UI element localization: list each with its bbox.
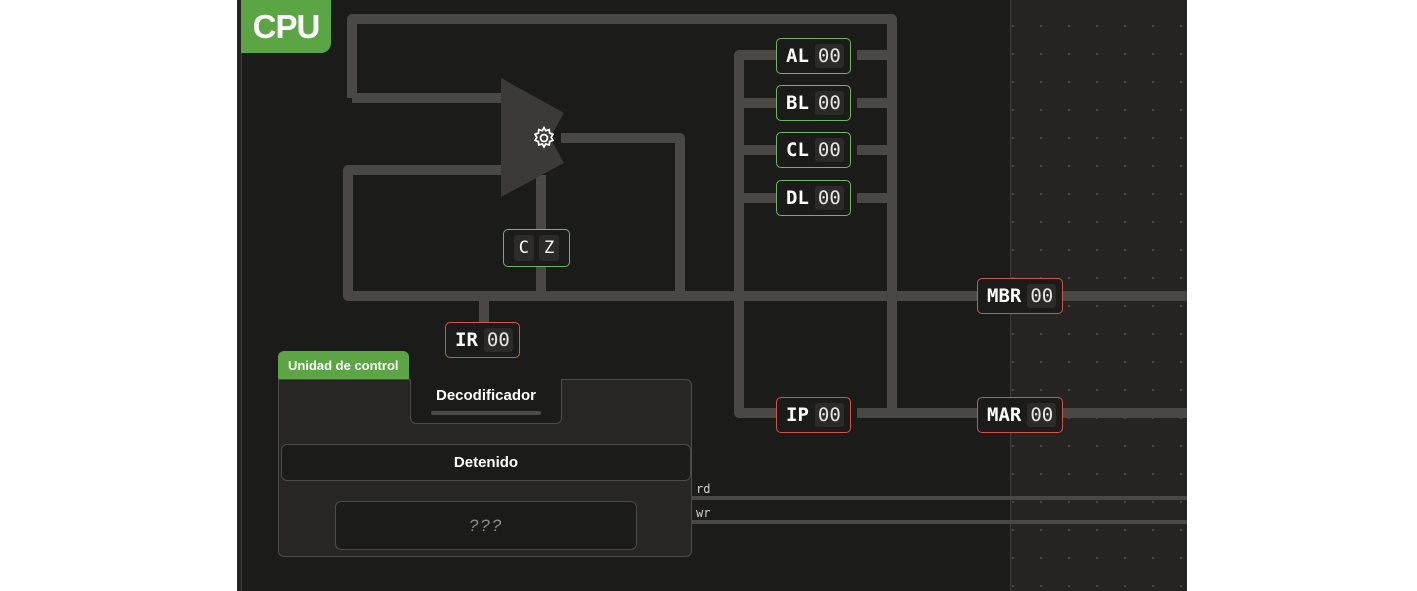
signal-wr-label: wr <box>696 506 711 520</box>
register-ir[interactable]: IR 00 <box>445 322 520 358</box>
register-mar-value: 00 <box>1027 403 1057 427</box>
decoder-label: Decodificador <box>435 387 537 404</box>
wire-top-loop <box>347 14 897 413</box>
register-ir-name: IR <box>455 329 478 351</box>
register-dl-value: 00 <box>814 186 844 210</box>
register-ir-value: 00 <box>483 328 513 352</box>
decoder-progress-bar <box>431 411 541 415</box>
cpu-state: Detenido <box>281 444 691 481</box>
register-ip-value: 00 <box>814 403 844 427</box>
wire-register-taps <box>739 98 777 203</box>
gear-icon[interactable] <box>531 125 557 151</box>
control-unit-panel: Decodificador Detenido ??? <box>278 379 692 557</box>
register-cl-value: 00 <box>814 138 844 162</box>
register-bl-value: 00 <box>814 91 844 115</box>
cpu-title: CPU <box>241 0 331 53</box>
simulator-canvas: CPU AL 00 BL 00 CL 00 DL 00 C Z MBR 00 I… <box>237 0 1187 591</box>
register-dl-name: DL <box>786 187 809 209</box>
wire-register-bus <box>734 50 777 418</box>
register-al-value: 00 <box>814 44 844 68</box>
signal-rd-label: rd <box>696 482 711 496</box>
register-cl[interactable]: CL 00 <box>776 132 851 168</box>
register-mar[interactable]: MAR 00 <box>977 397 1064 433</box>
bus-wires <box>343 14 1187 524</box>
alu-shape <box>501 78 564 197</box>
wire-main-bus <box>343 165 1187 301</box>
register-mbr-name: MBR <box>987 285 1022 307</box>
register-cl-name: CL <box>786 139 809 161</box>
flag-c: C <box>513 235 534 261</box>
register-mbr[interactable]: MBR 00 <box>977 278 1064 314</box>
decoder: Decodificador <box>410 379 562 424</box>
flag-z: Z <box>539 235 560 261</box>
wire-register-outs <box>857 50 1187 418</box>
register-al-name: AL <box>786 45 809 67</box>
register-bl-name: BL <box>786 92 809 114</box>
register-al[interactable]: AL 00 <box>776 38 851 74</box>
register-bl[interactable]: BL 00 <box>776 85 851 121</box>
register-mbr-value: 00 <box>1027 284 1057 308</box>
control-unit-title: Unidad de control <box>278 351 409 379</box>
register-dl[interactable]: DL 00 <box>776 180 851 216</box>
wire-alu-out <box>561 133 685 296</box>
register-ip-name: IP <box>786 404 809 426</box>
flags-register[interactable]: C Z <box>503 229 570 267</box>
register-mar-name: MAR <box>987 404 1022 426</box>
current-instruction: ??? <box>335 501 637 550</box>
register-ip[interactable]: IP 00 <box>776 397 851 433</box>
